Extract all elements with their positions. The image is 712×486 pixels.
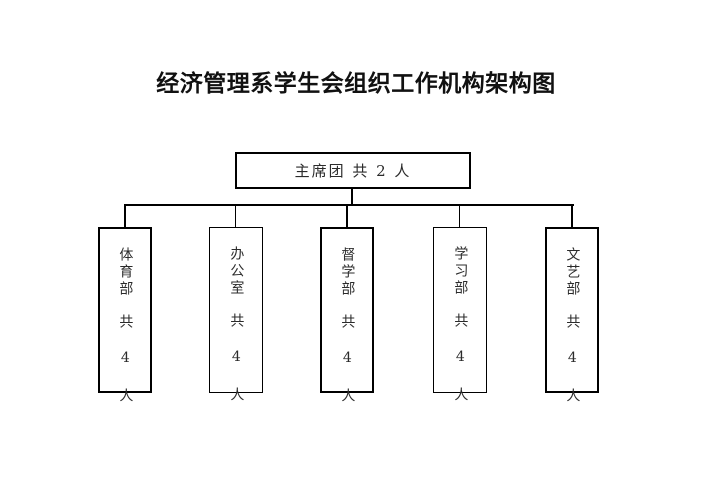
org-node-academic-supervision-department-count: 共 4 人 (339, 314, 356, 405)
connector-drop-office (235, 205, 237, 228)
org-node-presidium[interactable]: 主席团 共 2 人 (235, 152, 471, 189)
connector-horizontal-bus (124, 204, 574, 206)
vertical-text-column: 体育部 共 4 人 (100, 229, 150, 405)
org-node-study-department-name: 学习部 (452, 246, 469, 297)
org-node-sports-department[interactable]: 体育部 共 4 人 (98, 227, 152, 405)
vertical-text-column: 督学部 共 4 人 (322, 229, 372, 405)
org-node-office[interactable]: 办公室 共 4 人 (209, 227, 263, 404)
connector-root-stem (351, 189, 353, 206)
org-node-academic-supervision-department-name: 督学部 (339, 247, 356, 298)
org-node-arts-department-count: 共 4 人 (564, 314, 581, 405)
page-title: 经济管理系学生会组织工作机构架构图 (156, 71, 556, 97)
vertical-text-column: 文艺部 共 4 人 (547, 229, 597, 405)
connector-drop-supervision (346, 205, 348, 228)
org-node-study-department-count: 共 4 人 (452, 313, 469, 404)
org-node-sports-department-count: 共 4 人 (117, 314, 134, 405)
org-node-presidium-label: 主席团 共 2 人 (294, 162, 412, 180)
org-node-arts-department[interactable]: 文艺部 共 4 人 (545, 227, 599, 405)
org-node-study-department[interactable]: 学习部 共 4 人 (433, 227, 487, 404)
org-node-sports-department-name: 体育部 (117, 247, 134, 298)
connector-drop-study (459, 205, 461, 228)
org-node-academic-supervision-department[interactable]: 督学部 共 4 人 (320, 227, 374, 405)
connector-drop-arts (571, 205, 573, 228)
org-node-arts-department-name: 文艺部 (564, 247, 581, 298)
vertical-text-column: 办公室 共 4 人 (210, 228, 262, 404)
org-node-office-name: 办公室 (228, 246, 245, 297)
connector-drop-sports (124, 205, 126, 228)
org-node-office-count: 共 4 人 (228, 313, 245, 404)
vertical-text-column: 学习部 共 4 人 (434, 228, 486, 404)
